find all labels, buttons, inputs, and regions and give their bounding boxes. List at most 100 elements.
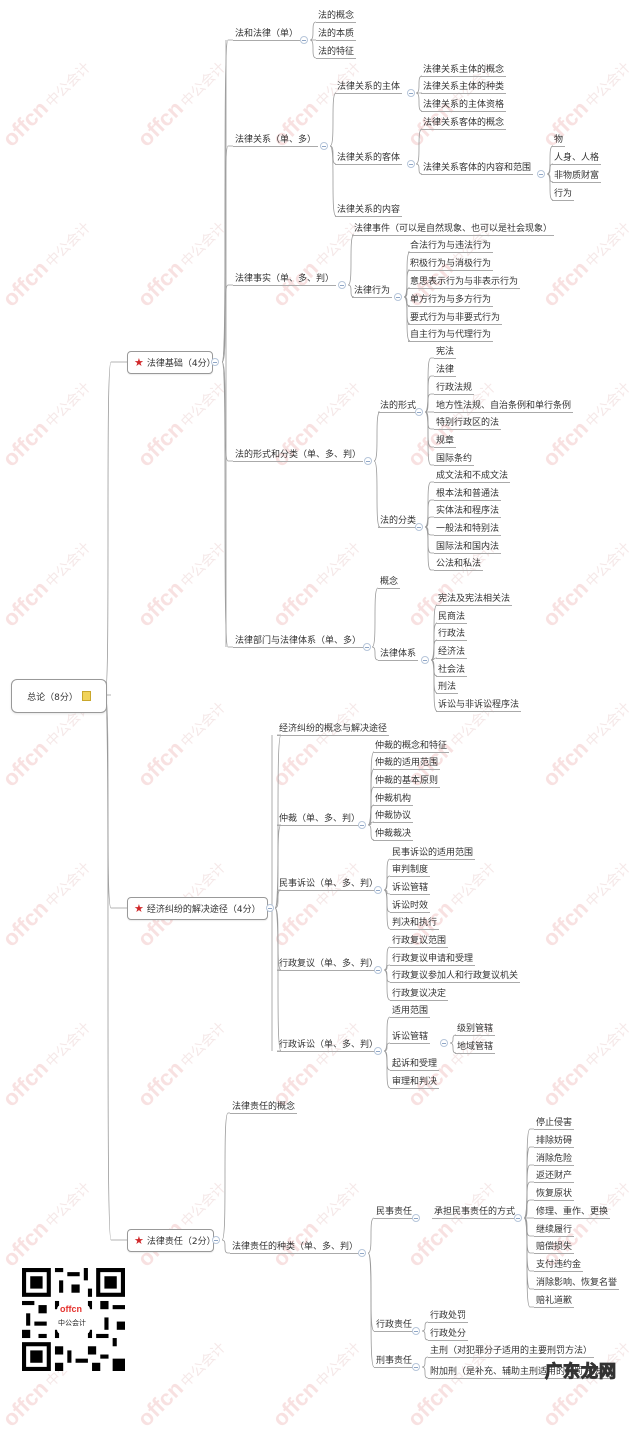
collapse-toggle-icon[interactable] [358, 1249, 366, 1257]
collapse-toggle-icon[interactable] [374, 966, 382, 974]
leaf-node[interactable]: 国际条约 [434, 453, 475, 466]
leaf-node[interactable]: 行政法 [436, 628, 468, 641]
subtopic-node[interactable]: 法律事件（可以是自然现象、也可以是社会现象） [352, 223, 555, 236]
leaf-node[interactable]: 行政处分 [428, 1328, 469, 1341]
leaf-node[interactable]: 地域管辖 [455, 1041, 496, 1054]
subtopic-node[interactable]: 法律关系客体的内容和范围 [421, 162, 534, 175]
root-node[interactable]: 总论（8分） [11, 679, 107, 713]
collapse-toggle-icon[interactable] [374, 886, 382, 894]
leaf-node[interactable]: 附加刑（是补充、辅助主刑适用的刑罚方法） [428, 1366, 613, 1379]
leaf-node[interactable]: 人身、人格 [552, 152, 602, 165]
collapse-toggle-icon[interactable] [440, 1039, 448, 1047]
leaf-node[interactable]: 适用范围 [390, 1005, 431, 1018]
leaf-node[interactable]: 消除影响、恢复名誉 [534, 1277, 620, 1290]
collapse-toggle-icon[interactable] [415, 523, 423, 531]
leaf-node[interactable]: 级别管辖 [455, 1023, 496, 1036]
leaf-node[interactable]: 行政处罚 [428, 1310, 469, 1323]
leaf-node[interactable]: 宪法 [434, 346, 457, 359]
leaf-node[interactable]: 法律关系客体的概念 [421, 117, 507, 130]
topic-node[interactable]: 法律责任的概念 [230, 1101, 298, 1114]
subtopic-node[interactable]: 法律行为 [352, 285, 393, 298]
leaf-node[interactable]: 赔偿损失 [534, 1241, 575, 1254]
collapse-toggle-icon[interactable] [415, 408, 423, 416]
topic-node[interactable]: 行政诉讼（单、多、判） [277, 1039, 381, 1052]
leaf-node[interactable]: 行为 [552, 188, 575, 201]
collapse-toggle-icon[interactable] [407, 160, 415, 168]
collapse-toggle-icon[interactable] [374, 1047, 382, 1055]
leaf-node[interactable]: 法律关系主体的种类 [421, 81, 507, 94]
collapse-toggle-icon[interactable] [364, 457, 372, 465]
leaf-node[interactable]: 判决和执行 [390, 917, 440, 930]
leaf-node[interactable]: 法的概念 [316, 10, 357, 23]
leaf-node[interactable]: 行政复议申请和受理 [390, 953, 476, 966]
leaf-node[interactable]: 仲裁机构 [373, 793, 414, 806]
subtopic-node[interactable]: 法的形式 [378, 400, 419, 413]
leaf-node[interactable]: 停止侵害 [534, 1117, 575, 1130]
collapse-toggle-icon[interactable] [394, 293, 402, 301]
leaf-node[interactable]: 行政复议决定 [390, 988, 449, 1001]
collapse-toggle-icon[interactable] [514, 1214, 522, 1222]
leaf-node[interactable]: 赔礼道歉 [534, 1295, 575, 1308]
subtopic-node[interactable]: 刑事责任 [374, 1355, 415, 1368]
leaf-node[interactable]: 审理和判决 [390, 1076, 440, 1089]
leaf-node[interactable]: 法律关系主体的概念 [421, 64, 507, 77]
leaf-node[interactable]: 法的特征 [316, 46, 357, 59]
leaf-node[interactable]: 仲裁的适用范围 [373, 757, 441, 770]
leaf-node[interactable]: 支付违约金 [534, 1259, 584, 1272]
collapse-toggle-icon[interactable] [212, 1236, 220, 1244]
leaf-node[interactable]: 恢复原状 [534, 1188, 575, 1201]
leaf-node[interactable]: 公法和私法 [434, 558, 484, 571]
leaf-node[interactable]: 法律关系的主体资格 [421, 99, 507, 112]
leaf-node[interactable]: 排除妨碍 [534, 1135, 575, 1148]
leaf-node[interactable]: 行政法规 [434, 382, 475, 395]
leaf-node[interactable]: 规章 [434, 435, 457, 448]
collapse-toggle-icon[interactable] [412, 1363, 420, 1371]
subtopic-node[interactable]: 诉讼管辖 [390, 1031, 431, 1044]
collapse-toggle-icon[interactable] [412, 1327, 420, 1335]
subtopic-node[interactable]: 法的分类 [378, 515, 419, 528]
leaf-node[interactable]: 法律 [434, 364, 457, 377]
collapse-toggle-icon[interactable] [537, 170, 545, 178]
leaf-node[interactable]: 法的本质 [316, 28, 357, 41]
branch-node-2[interactable]: ★法律责任（2分） [127, 1229, 216, 1252]
leaf-node[interactable]: 修理、重作、更换 [534, 1206, 611, 1219]
subtopic-node[interactable]: 民事责任 [374, 1206, 415, 1219]
topic-node[interactable]: 仲裁（单、多、判） [277, 813, 363, 826]
leaf-node[interactable]: 审判制度 [390, 864, 431, 877]
leaf-node[interactable]: 特别行政区的法 [434, 417, 502, 430]
branch-node-0[interactable]: ★法律基础（4分） [127, 351, 216, 374]
leaf-node[interactable]: 仲裁协议 [373, 810, 414, 823]
leaf-node[interactable]: 诉讼时效 [390, 900, 431, 913]
topic-node[interactable]: 法律责任的种类（单、多、判） [230, 1241, 361, 1254]
leaf-node[interactable]: 民事诉讼的适用范围 [390, 847, 476, 860]
leaf-node[interactable]: 民商法 [436, 611, 468, 624]
collapse-toggle-icon[interactable] [358, 821, 366, 829]
collapse-toggle-icon[interactable] [320, 142, 328, 150]
leaf-node[interactable]: 经济法 [436, 646, 468, 659]
leaf-node[interactable]: 合法行为与违法行为 [408, 240, 494, 253]
branch-node-1[interactable]: ★经济纠纷的解决途径（4分） [127, 897, 268, 920]
collapse-toggle-icon[interactable] [421, 656, 429, 664]
topic-falv-guanxi[interactable]: 法律关系（单、多） [233, 134, 319, 147]
topic-node[interactable]: 民事诉讼（单、多、判） [277, 878, 381, 891]
subtopic-node[interactable]: 概念 [378, 576, 401, 589]
leaf-node[interactable]: 仲裁裁决 [373, 828, 414, 841]
leaf-node[interactable]: 一般法和特别法 [434, 523, 502, 536]
subtopic-node[interactable]: 行政责任 [374, 1319, 415, 1332]
leaf-node[interactable]: 行政复议范围 [390, 935, 449, 948]
leaf-node[interactable]: 物 [552, 134, 566, 147]
leaf-node[interactable]: 主刑（对犯罪分子适用的主要刑罚方法） [428, 1345, 595, 1358]
topic-falv-shishi[interactable]: 法律事实（单、多、判） [233, 273, 337, 286]
leaf-node[interactable]: 行政复议参加人和行政复议机关 [390, 970, 521, 983]
leaf-node[interactable]: 社会法 [436, 664, 468, 677]
leaf-node[interactable]: 消除危险 [534, 1153, 575, 1166]
subtopic-node[interactable]: 法律体系 [378, 648, 419, 661]
leaf-node[interactable]: 成文法和不成文法 [434, 470, 511, 483]
leaf-node[interactable]: 根本法和普通法 [434, 488, 502, 501]
leaf-node[interactable]: 诉讼与非诉讼程序法 [436, 699, 522, 712]
leaf-node[interactable]: 要式行为与非要式行为 [408, 312, 503, 325]
leaf-node[interactable]: 意思表示行为与非表示行为 [408, 276, 521, 289]
collapse-toggle-icon[interactable] [300, 36, 308, 44]
leaf-node[interactable]: 起诉和受理 [390, 1058, 440, 1071]
leaf-node[interactable]: 积极行为与消极行为 [408, 258, 494, 271]
